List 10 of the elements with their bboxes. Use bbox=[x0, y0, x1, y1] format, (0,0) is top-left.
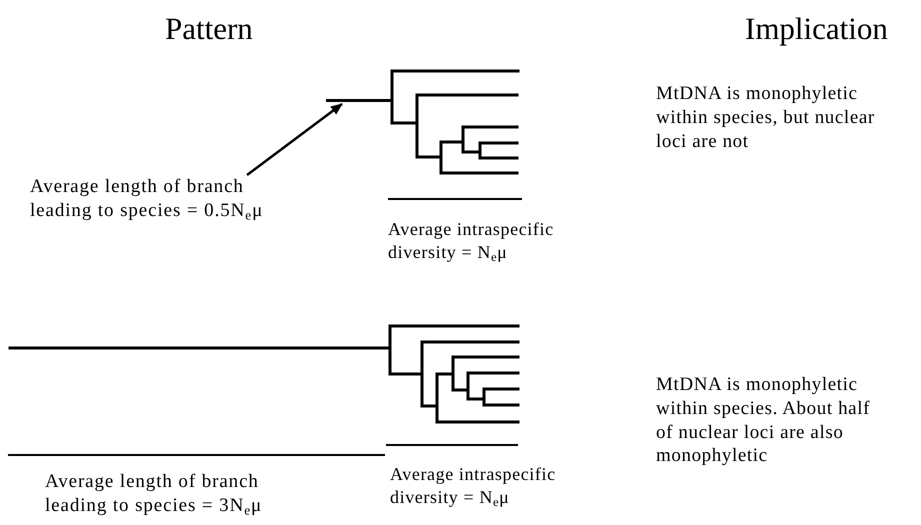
branch-length-note: Average length of branch leading to species = 0.5N$_{e}$μ bbox=[30, 175, 286, 222]
leader-arrow bbox=[246, 103, 343, 176]
annotation-text: Average length of branch leading to species = 3N$_{e}$μ bbox=[45, 470, 264, 518]
annotation-text: MtDNA is monophyletic within species, but nuclear loci are not bbox=[656, 82, 876, 154]
annotation-text: MtDNA is monophyletic within species. About half of nuclear loci are also monophyletic bbox=[656, 373, 872, 468]
column-heading: Pattern bbox=[165, 12, 253, 46]
column-heading: Implication bbox=[745, 12, 888, 46]
annotation-text: Average intraspecific diversity = N$_{e}$μ bbox=[390, 463, 557, 508]
annotation-text: Average intraspecific diversity = N$_{e}$μ bbox=[388, 218, 555, 263]
branch-line bbox=[326, 99, 392, 102]
